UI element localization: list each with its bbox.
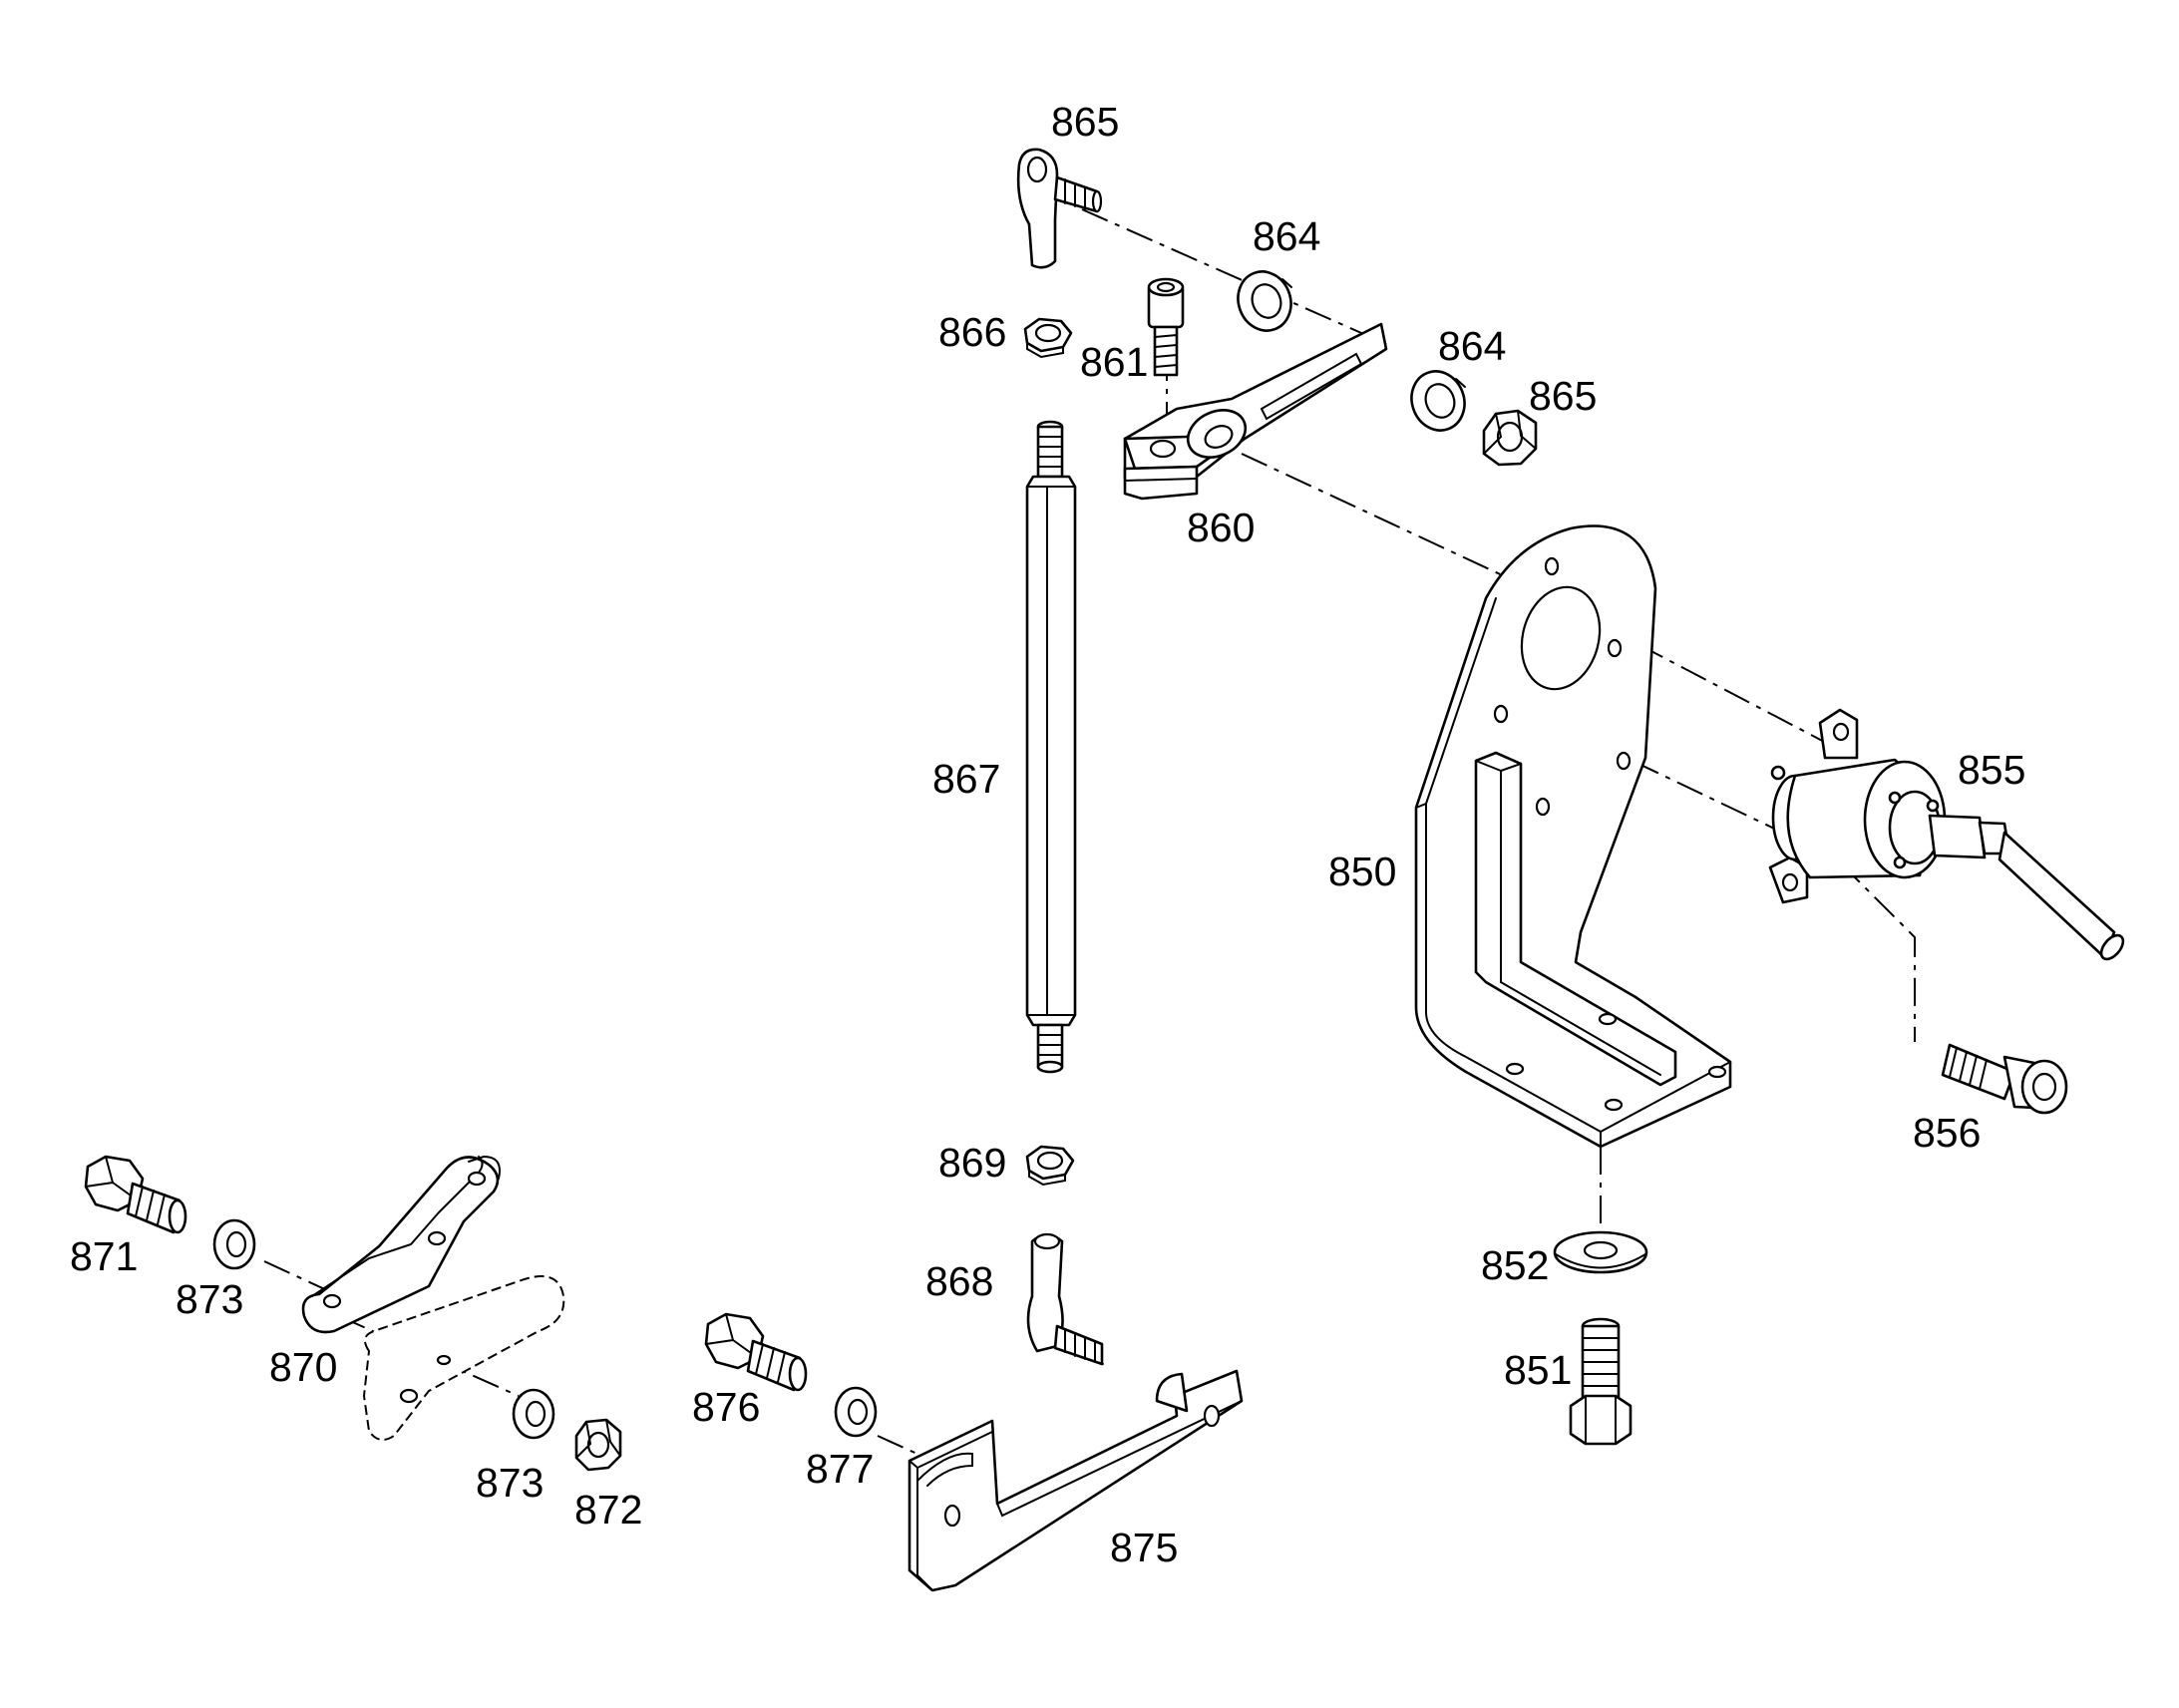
assembly-lines xyxy=(263,208,1916,1462)
part-871-hex-bolt xyxy=(84,1155,187,1234)
label-869: 869 xyxy=(938,1140,1006,1186)
label-850: 850 xyxy=(1328,849,1396,894)
part-873-flat-washer-lower xyxy=(512,1388,555,1440)
label-851: 851 xyxy=(1504,1347,1572,1393)
label-870: 870 xyxy=(269,1344,337,1390)
part-876-hex-bolt xyxy=(704,1312,808,1392)
label-865-top: 865 xyxy=(1051,99,1119,145)
label-871: 871 xyxy=(70,1233,138,1279)
part-875-lever-bracket xyxy=(908,1369,1244,1592)
part-856-cap-screw xyxy=(1941,1043,2068,1115)
label-856: 856 xyxy=(1913,1110,1981,1156)
label-873-upper: 873 xyxy=(176,1276,243,1322)
label-877: 877 xyxy=(806,1446,874,1492)
label-860: 860 xyxy=(1187,505,1255,550)
part-864-lock-washer-upper xyxy=(1237,270,1292,332)
part-877-flat-washer xyxy=(834,1386,878,1438)
part-870-linkage-plate xyxy=(301,1155,565,1441)
label-864-lower: 864 xyxy=(1438,323,1506,369)
label-873-lower: 873 xyxy=(476,1460,544,1506)
part-873-flat-washer-upper xyxy=(212,1218,256,1270)
label-865-right: 865 xyxy=(1529,373,1597,419)
part-851-hex-bolt xyxy=(1569,1317,1633,1446)
part-855-actuator xyxy=(1768,708,2125,961)
part-865-ball-joint xyxy=(1016,148,1103,269)
part-866-hex-nut xyxy=(1023,317,1073,359)
part-865-hex-nut xyxy=(1482,409,1538,467)
label-852: 852 xyxy=(1481,1242,1549,1288)
label-875: 875 xyxy=(1110,1525,1178,1570)
label-866: 866 xyxy=(938,309,1006,355)
label-868: 868 xyxy=(925,1258,993,1304)
part-852-flat-washer xyxy=(1553,1230,1648,1274)
part-872-hex-nut xyxy=(574,1418,622,1472)
reference-labels: 865 864 866 861 864 865 860 867 850 855 … xyxy=(70,99,2025,1570)
part-868-ball-joint xyxy=(1026,1232,1104,1366)
part-850-mounting-bracket xyxy=(1414,524,1732,1149)
label-855: 855 xyxy=(1958,747,2025,793)
label-867: 867 xyxy=(932,756,1000,802)
label-861: 861 xyxy=(1080,339,1148,385)
part-860-clamp-lever xyxy=(1123,322,1388,501)
part-867-threaded-rod xyxy=(1025,420,1077,1074)
label-864-upper: 864 xyxy=(1253,213,1320,259)
part-869-hex-nut xyxy=(1025,1145,1075,1187)
part-864-lock-washer-lower xyxy=(1410,370,1466,432)
part-861-cap-screw xyxy=(1147,277,1185,377)
label-876: 876 xyxy=(692,1384,760,1430)
label-872: 872 xyxy=(574,1487,642,1533)
